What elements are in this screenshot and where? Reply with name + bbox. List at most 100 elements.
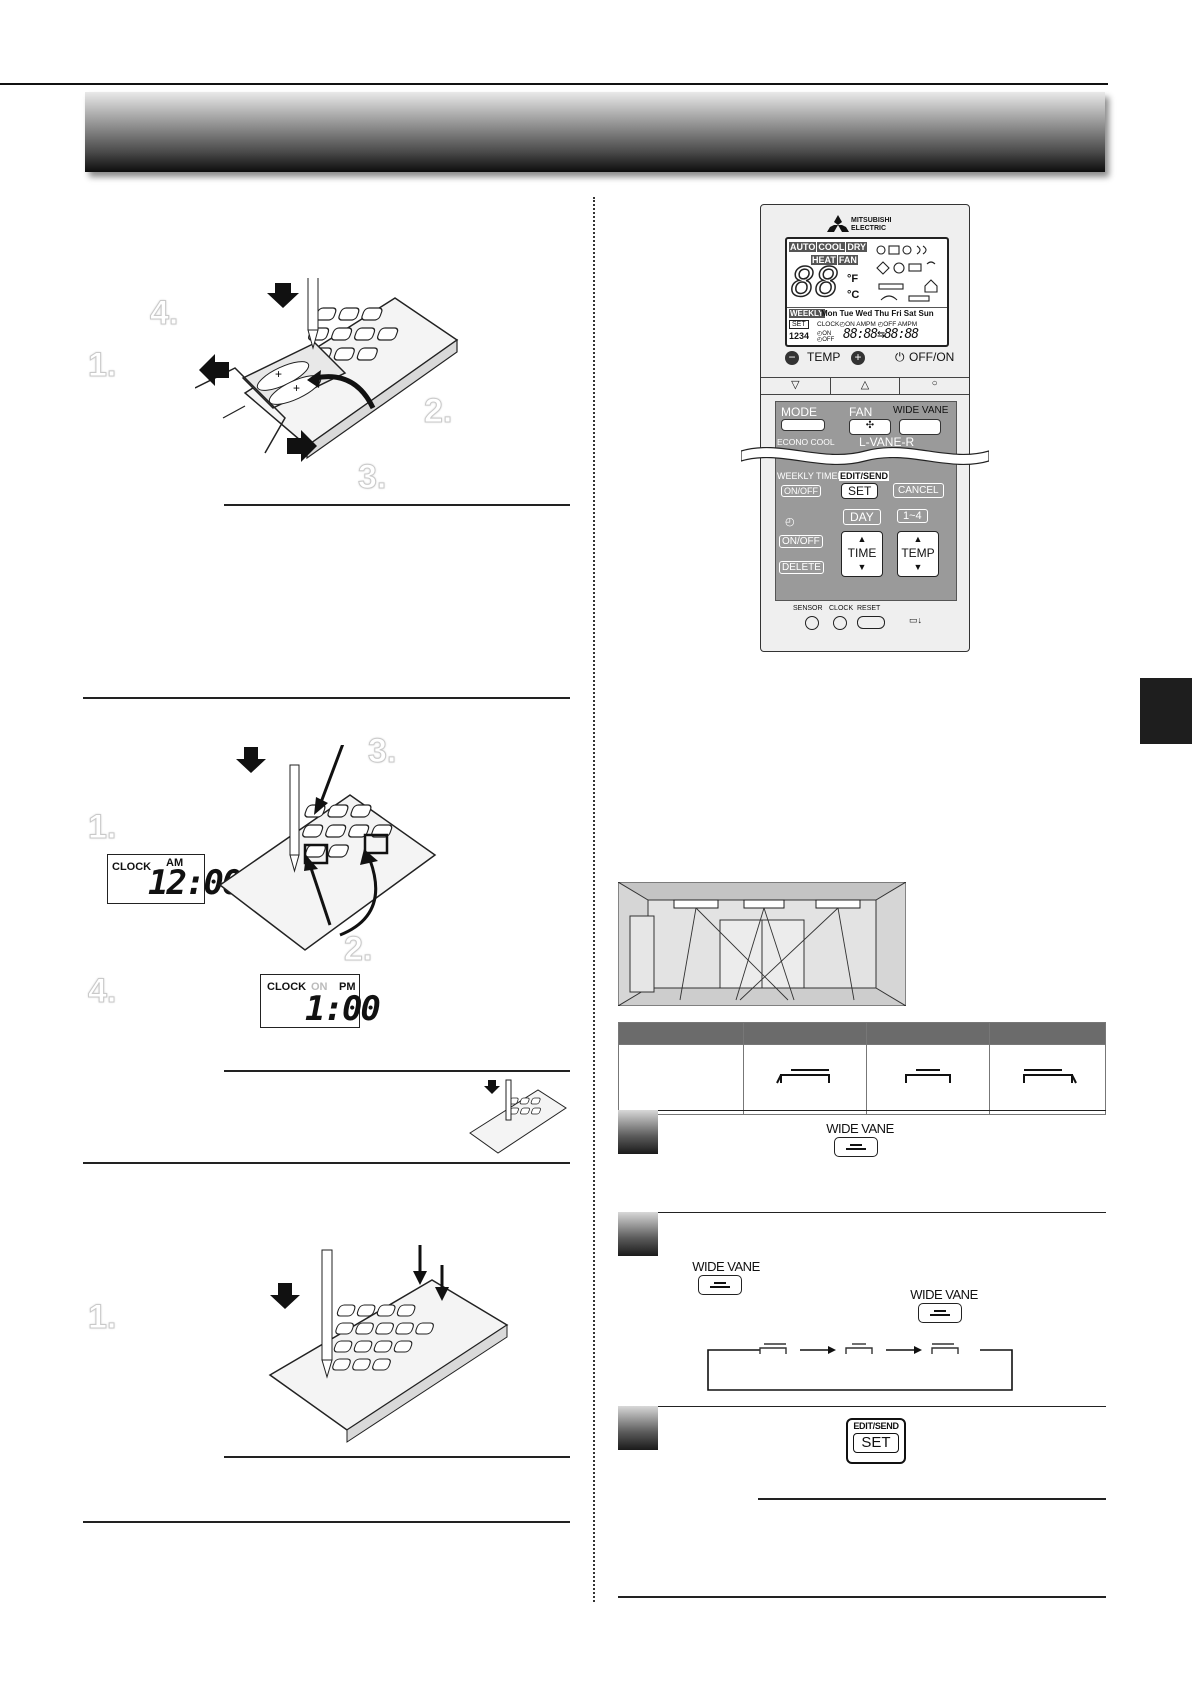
note-rule: [224, 1070, 570, 1072]
lcd-temperature-digits: 88: [791, 261, 839, 305]
note-rule: [224, 504, 570, 506]
off-on-label: OFF/ON: [909, 350, 954, 364]
section-rule: [83, 697, 570, 699]
wide-vane-button-icon: [834, 1137, 878, 1157]
sensor-button[interactable]: [805, 616, 819, 630]
step-number-1: 1.: [88, 808, 116, 847]
wide-vane-button-icon: [918, 1303, 962, 1323]
day-button[interactable]: DAY: [843, 509, 881, 525]
vane-center-cell: [867, 1045, 990, 1115]
cancel-button[interactable]: CANCEL: [893, 483, 944, 498]
temp-label: TEMP: [807, 350, 840, 364]
top-rule: [0, 83, 1108, 85]
table-header-cell: [744, 1023, 867, 1045]
fan-button[interactable]: ✣: [849, 419, 891, 435]
lcd-on-off: ◴ON ◴OFF: [817, 331, 839, 343]
lcd-unit-f: °F: [847, 273, 858, 285]
lcd-set-tag: SET: [789, 320, 809, 329]
battery-install-illustration: + +: [195, 278, 475, 493]
step-marker-2: [618, 1212, 658, 1256]
step-marker-3: [618, 1406, 658, 1450]
nav-button-row: ▽ △ ○: [761, 377, 969, 395]
mode-auto: AUTO: [789, 242, 816, 252]
mode-dry: DRY: [846, 242, 867, 252]
power-icon: ⏻: [895, 350, 905, 365]
table-header-cell: [619, 1023, 744, 1045]
weekly-on-off-button[interactable]: ON/OFF: [781, 485, 821, 497]
mitsubishi-logo-icon: [827, 215, 849, 235]
wide-vane-button[interactable]: [899, 419, 941, 435]
step-marker-1: [618, 1110, 658, 1154]
edit-send-label: EDIT/SEND: [839, 471, 889, 481]
brand-line-1: MITSUBISHI: [851, 217, 891, 225]
time-button-label: TIME: [842, 546, 882, 560]
step-number-4: 4.: [88, 972, 116, 1011]
lcd-clock-label: CLOCK: [112, 861, 151, 873]
lcd-clock-set: CLOCK ON PM 1:00: [260, 974, 360, 1028]
wide-vane-caption: WIDE VANE: [686, 1259, 766, 1274]
step-rule: [618, 1110, 1106, 1111]
timer-icon: ◴: [785, 515, 795, 528]
section-rule: [83, 1162, 570, 1164]
vane-right-icon: [1018, 1065, 1078, 1089]
minus-icon[interactable]: −: [785, 351, 799, 365]
power-button[interactable]: ○: [900, 378, 969, 394]
vane-left-cell: [744, 1045, 867, 1115]
lcd-program-numbers: 1234: [789, 331, 809, 341]
timer-on-off-button[interactable]: ON/OFF: [779, 535, 823, 548]
mode-indicators: AUTO COOL DRY: [789, 242, 867, 252]
lcd-weekly: WEEKLY: [789, 309, 825, 318]
vane-left-icon: [775, 1065, 835, 1089]
wide-vane-button-icon: [698, 1275, 742, 1295]
brand-name: MITSUBISHI ELECTRIC: [851, 217, 891, 233]
clock-label: CLOCK: [829, 605, 853, 612]
lcd-unit-c: °C: [847, 289, 859, 301]
step-number-1: 1.: [88, 1298, 116, 1337]
lcd-clock-blinking: CLOCK AM 12:00: [107, 854, 205, 904]
set-label: SET: [853, 1433, 899, 1453]
step-number-4: 4.: [150, 294, 178, 333]
edit-send-caption: EDIT/SEND: [848, 1421, 904, 1431]
svg-text:+: +: [293, 381, 300, 395]
lcd-status-icons: [873, 242, 943, 308]
battery-icon: ▭↓: [909, 615, 922, 626]
wide-vane-label: WIDE VANE: [893, 405, 948, 416]
title-banner: [85, 92, 1105, 172]
remote-lcd: AUTO COOL DRY HEAT FAN 88 °F °C WEEKLY M…: [785, 237, 949, 347]
lcd-time: 1:00: [305, 989, 379, 1029]
plus-icon[interactable]: +: [851, 351, 865, 365]
step-rule: [618, 1212, 1106, 1213]
temp-row: − TEMP + ⏻ OFF/ON: [785, 350, 955, 368]
room-airflow-illustration: [618, 882, 906, 1006]
temp-button[interactable]: ▲TEMP▼: [897, 531, 939, 577]
reset-button[interactable]: [857, 616, 885, 629]
clock-button[interactable]: [833, 616, 847, 630]
time-button[interactable]: ▲TIME▼: [841, 531, 883, 577]
vane-position-table: [618, 1022, 1106, 1115]
clock-set-illustration: [210, 745, 440, 955]
program-number-button[interactable]: 1~4: [897, 509, 928, 523]
down-button[interactable]: ▽: [761, 378, 831, 394]
vane-center-icon: [898, 1065, 958, 1089]
small-remote-illustration: [468, 1078, 568, 1158]
up-button[interactable]: △: [831, 378, 901, 394]
lcd-clock-label: CLOCK: [267, 981, 306, 993]
set-button-icon: EDIT/SEND SET: [846, 1418, 906, 1464]
fan-label: FAN: [849, 405, 872, 419]
vane-right-cell: [990, 1045, 1106, 1115]
set-button[interactable]: SET: [841, 483, 878, 499]
delete-button[interactable]: DELETE: [779, 561, 824, 574]
mode-fan: FAN: [838, 255, 858, 265]
sensor-label: SENSOR: [793, 605, 823, 612]
section-rule: [618, 1596, 1106, 1598]
mode-label: MODE: [781, 405, 817, 419]
wide-vane-caption: WIDE VANE: [820, 1121, 900, 1136]
svg-text:+: +: [275, 367, 282, 381]
section-rule: [83, 1521, 570, 1523]
mode-button[interactable]: [781, 419, 825, 431]
weekly-timer-label: WEEKLY TIMER: [777, 471, 844, 481]
wide-vane-caption: WIDE VANE: [904, 1287, 984, 1302]
column-divider: [593, 197, 595, 1602]
step-number-1: 1.: [88, 346, 116, 385]
step-rule: [618, 1406, 1106, 1407]
